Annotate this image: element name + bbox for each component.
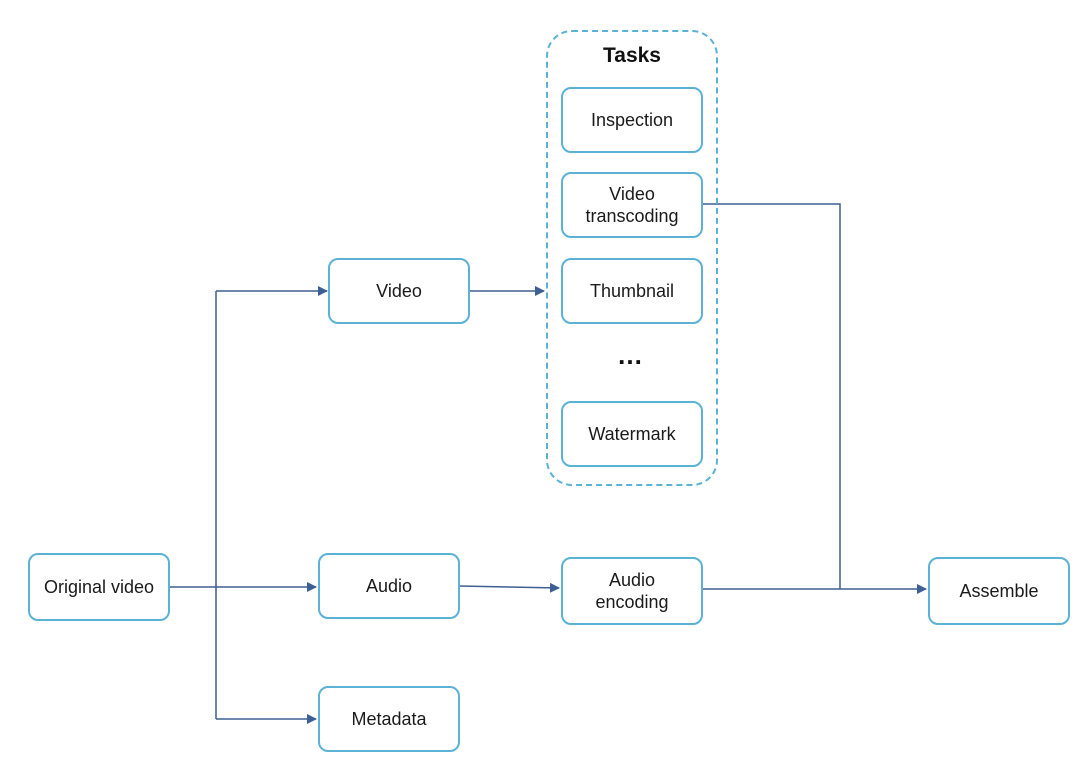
- tasks-ellipsis: …: [617, 340, 647, 370]
- node-watermark: Watermark: [561, 401, 703, 467]
- node-metadata-label: Metadata: [351, 709, 427, 729]
- node-inspection: Inspection: [561, 87, 703, 153]
- connector-transcoding-to-assemble: [703, 203, 841, 589]
- node-audio-label: Audio: [365, 576, 413, 596]
- node-inspection-label: Inspection: [590, 110, 674, 130]
- node-watermark-label: Watermark: [588, 424, 676, 444]
- node-audio-encoding: Audio encoding: [561, 557, 703, 625]
- node-video: Video: [328, 258, 470, 324]
- node-metadata: Metadata: [318, 686, 460, 752]
- node-original-video: Original video: [28, 553, 170, 621]
- node-video-label: Video: [376, 281, 422, 301]
- node-thumbnail-label: Thumbnail: [589, 281, 675, 301]
- node-audio-encoding-label: Audio encoding: [595, 570, 669, 612]
- node-audio: Audio: [318, 553, 460, 619]
- node-assemble: Assemble: [928, 557, 1070, 625]
- node-video-transcoding: Video transcoding: [561, 172, 703, 238]
- node-video-transcoding-label: Video transcoding: [585, 184, 679, 226]
- node-original-video-label: Original video: [43, 577, 155, 597]
- node-assemble-label: Assemble: [959, 581, 1039, 601]
- tasks-group: [546, 30, 718, 486]
- connector-audio-to-encoding: [458, 582, 560, 593]
- node-thumbnail: Thumbnail: [561, 258, 703, 324]
- tasks-group-title: Tasks: [603, 44, 661, 67]
